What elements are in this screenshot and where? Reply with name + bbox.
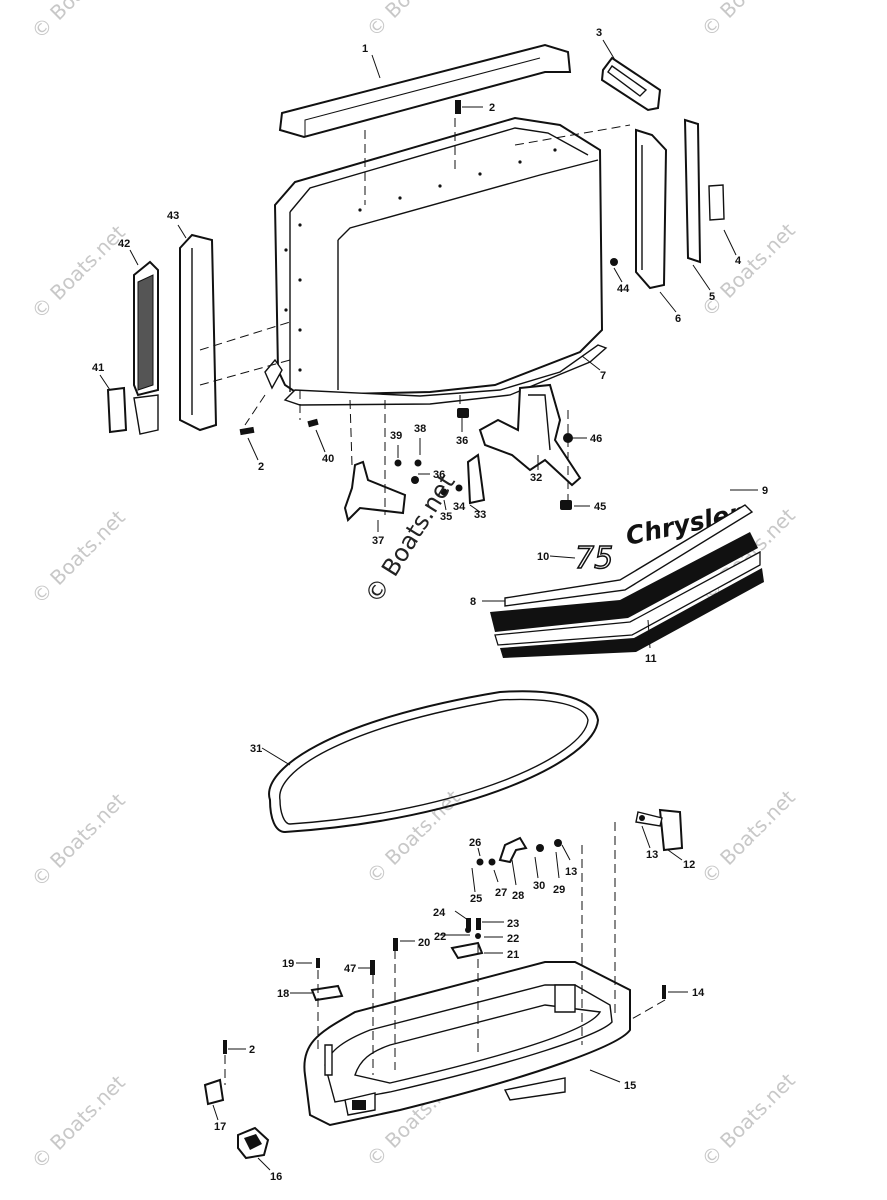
callout-label: 13	[646, 849, 658, 861]
callout-label: 20	[418, 937, 430, 949]
callout-label: 34	[453, 501, 466, 513]
name-plate-part	[106, 386, 128, 434]
callout-label: 9	[762, 485, 768, 497]
pinstripe-part	[504, 504, 754, 607]
watermark: © Boats.net	[697, 785, 800, 888]
callout-label: 23	[507, 918, 519, 930]
callout-label: 26	[469, 837, 481, 849]
callout-label: 19	[282, 958, 294, 970]
watermark: © Boats.net	[27, 0, 130, 44]
callout-label: 15	[624, 1080, 636, 1092]
callout-labels: 1 2 3 4 5 6 7 44 43 42 41 2 40 39 38 36 …	[92, 27, 768, 1183]
watermark: © Boats.net	[697, 1068, 800, 1171]
callout-label: 40	[322, 453, 334, 465]
clip-part	[310, 984, 344, 1002]
callout-label: 2	[489, 102, 495, 114]
watermark: © Boats.net	[27, 220, 130, 323]
callout-label: 31	[250, 743, 262, 755]
callout-label: 25	[470, 893, 482, 905]
callout-label: 17	[214, 1121, 226, 1133]
leader-lines	[99, 39, 758, 1171]
callout-label: 33	[474, 509, 486, 521]
callout-label: 7	[600, 370, 606, 382]
callout-label: 6	[675, 313, 681, 325]
small-bracket-part	[203, 1078, 225, 1106]
callout-label: 21	[507, 949, 519, 961]
lower-stripe-part	[490, 532, 764, 658]
callout-label: 32	[530, 472, 542, 484]
latch-plate-part	[450, 941, 484, 960]
callout-label: 12	[683, 859, 695, 871]
upper-alignment-lines	[199, 118, 631, 515]
callout-label: 44	[617, 283, 630, 295]
callout-label: 22	[507, 933, 519, 945]
label-plate-part	[708, 184, 725, 221]
watermark: © Boats.net	[697, 0, 800, 42]
callout-label: 43	[167, 210, 179, 222]
callout-label: 14	[692, 987, 705, 999]
callout-label: 47	[344, 963, 356, 975]
model-number-decal: 75	[575, 541, 613, 576]
callout-label: 2	[258, 461, 264, 473]
callout-label: 39	[390, 430, 402, 442]
callout-label: 38	[414, 423, 426, 435]
callout-label: 28	[512, 890, 524, 902]
watermark: © Boats.net	[697, 218, 800, 321]
watermark: © Boats.net	[27, 505, 130, 608]
callout-label: 35	[440, 511, 452, 523]
lower-pan-part	[303, 961, 631, 1127]
upper-fasteners	[239, 100, 618, 510]
callout-label: 18	[277, 988, 289, 1000]
watermark: © Boats.net	[362, 0, 465, 42]
watermark: © Boats.net	[362, 785, 465, 888]
callout-label: 3	[596, 27, 602, 39]
callout-label: 27	[495, 887, 507, 899]
callout-label: 29	[553, 884, 565, 896]
watermark: © Boats.net	[27, 1070, 130, 1173]
callout-label: 10	[537, 551, 549, 563]
callout-label: 11	[645, 653, 657, 665]
engine-cover-part	[264, 116, 608, 406]
callout-label: 22	[434, 931, 446, 943]
lower-alignment-lines	[224, 822, 666, 1085]
callout-label: 46	[590, 433, 602, 445]
callout-label: 2	[249, 1044, 255, 1056]
callout-label: 5	[709, 291, 715, 303]
hinge-pin-part	[658, 808, 684, 852]
seal-part	[268, 690, 600, 834]
top-trim-part	[278, 43, 572, 139]
callout-label: 37	[372, 535, 384, 547]
rear-trim-strip-part	[683, 118, 702, 264]
callout-label: 24	[433, 907, 446, 919]
callout-label: 16	[270, 1171, 282, 1183]
callout-label: 1	[362, 43, 368, 55]
callout-label: 45	[594, 501, 606, 513]
latch-bracket-part	[343, 460, 407, 522]
callout-label: 42	[118, 238, 130, 250]
watermark: © Boats.net	[27, 788, 130, 891]
callout-label: 36	[433, 469, 445, 481]
callout-label: 4	[735, 255, 742, 267]
callout-label: 41	[92, 362, 104, 374]
side-panel-part	[179, 233, 218, 432]
callout-label: 8	[470, 596, 476, 608]
callout-label: 36	[456, 435, 468, 447]
rear-side-plate-part	[635, 128, 668, 290]
lower-fasteners	[223, 815, 666, 1054]
cowl-rivets	[284, 148, 557, 372]
latch-part	[466, 453, 486, 505]
callout-label: 30	[533, 880, 545, 892]
latch-hook-part	[498, 836, 528, 864]
callout-label: 13	[565, 866, 577, 878]
